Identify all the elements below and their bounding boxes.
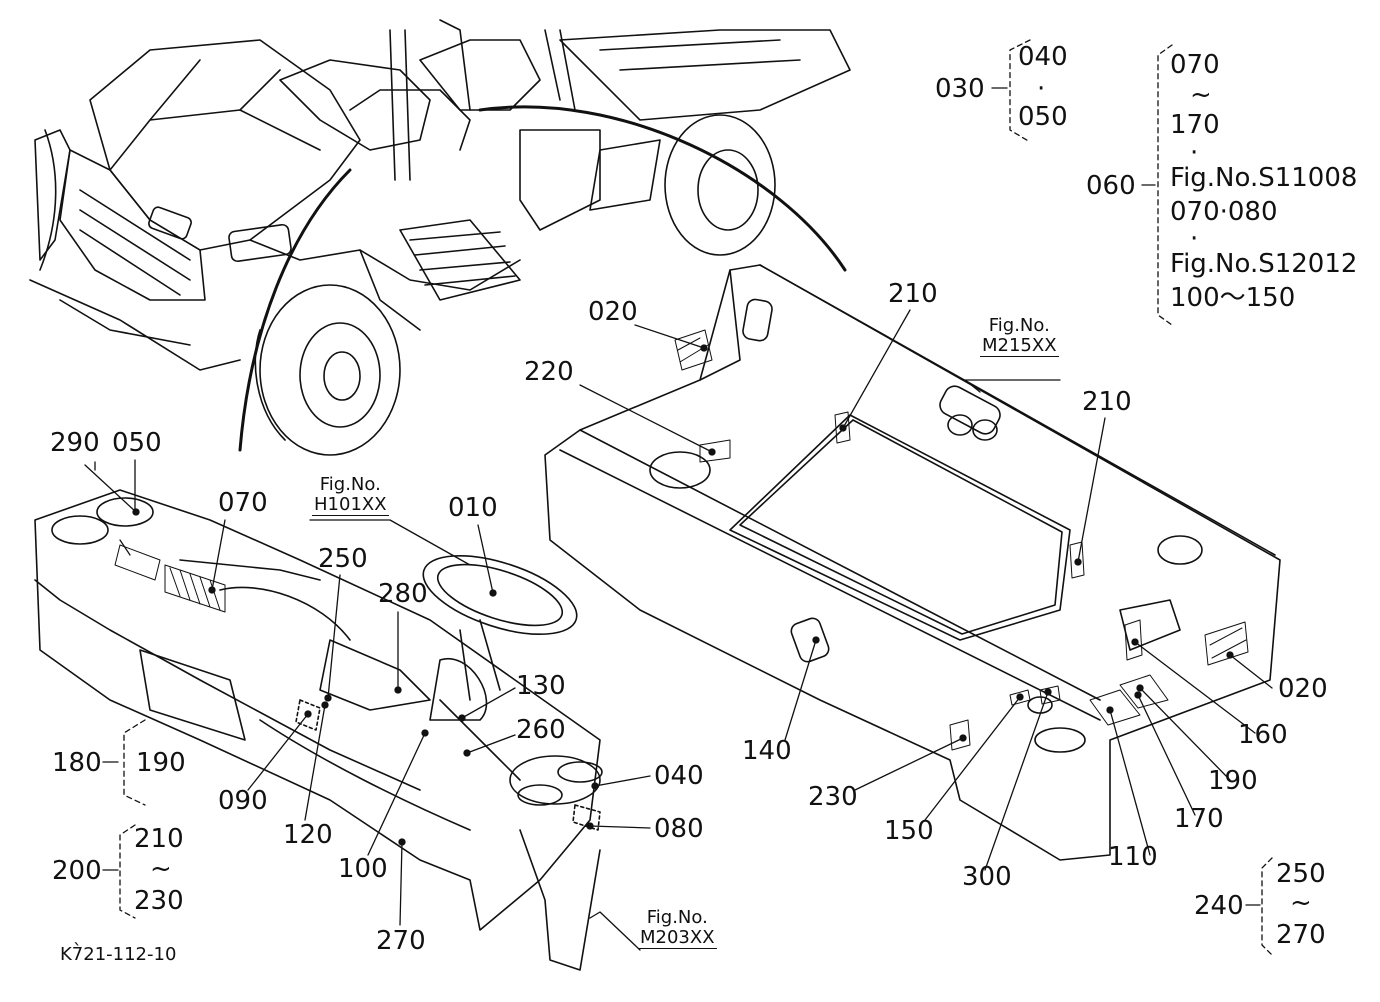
callout-210-b: 210	[1082, 387, 1132, 417]
group-200-tilde: ~	[150, 854, 172, 884]
group-060-range-end: 170	[1170, 110, 1220, 140]
group-200-start: 210	[134, 824, 184, 854]
fig-ref-m215: Fig.No. M215XX	[980, 315, 1059, 357]
fig-ref-m203-code: M203XX	[638, 927, 717, 949]
callout-020-right: 020	[1278, 674, 1328, 704]
callout-060: 060	[1086, 171, 1136, 201]
callout-290: 290	[50, 428, 100, 458]
callout-050-dash: 050	[112, 428, 162, 458]
callout-040-dash: 040	[654, 761, 704, 791]
callout-020-top: 020	[588, 297, 638, 327]
bracket-dot: ·	[1037, 74, 1046, 104]
callout-200: 200	[52, 856, 102, 886]
group-060-dot-2: ·	[1190, 224, 1199, 254]
dashboard-illustration	[34, 489, 603, 971]
callout-120: 120	[283, 820, 333, 850]
group-060-items-070-080: 070·080	[1170, 197, 1278, 227]
fig-ref-h101: Fig.No. H101XX	[312, 474, 389, 516]
callout-140: 140	[742, 736, 792, 766]
callout-080: 080	[654, 814, 704, 844]
callout-100: 100	[338, 854, 388, 884]
figure-code: K7̀21-112-10	[60, 944, 177, 965]
group-060-dot-1: ·	[1190, 138, 1199, 168]
fig-ref-m215-code: M215XX	[980, 335, 1059, 357]
callout-090: 090	[218, 786, 268, 816]
callout-220: 220	[524, 357, 574, 387]
callout-240: 240	[1194, 891, 1244, 921]
fig-ref-m203: Fig.No. M203XX	[638, 907, 717, 949]
callout-230: 230	[808, 782, 858, 812]
group-060-tilde: ~	[1190, 80, 1212, 110]
leader-lines	[84, 39, 1273, 956]
callout-150: 150	[884, 816, 934, 846]
fig-ref-h101-code: H101XX	[312, 494, 389, 516]
callout-160: 160	[1238, 720, 1288, 750]
callout-070: 070	[218, 488, 268, 518]
group-240-start: 250	[1276, 859, 1326, 889]
callout-260: 260	[516, 715, 566, 745]
callout-300: 300	[962, 862, 1012, 892]
callout-190-right: 190	[1208, 766, 1258, 796]
vehicle-illustration	[29, 19, 851, 456]
callout-210-a: 210	[888, 279, 938, 309]
group-060-range-start: 070	[1170, 50, 1220, 80]
callout-250: 250	[318, 544, 368, 574]
callout-030: 030	[935, 74, 985, 104]
callout-280: 280	[378, 579, 428, 609]
callout-170: 170	[1174, 804, 1224, 834]
group-240-tilde: ~	[1290, 888, 1312, 918]
callout-040: 040	[1018, 42, 1068, 72]
callout-180: 180	[52, 748, 102, 778]
callout-270: 270	[376, 926, 426, 956]
callout-010: 010	[448, 493, 498, 523]
group-240-end: 270	[1276, 920, 1326, 950]
callout-190-left: 190	[136, 748, 186, 778]
group-060-range-100-150: 100～150	[1170, 283, 1296, 313]
group-060-fig-s12012: Fig.No.S12012	[1170, 249, 1358, 279]
callout-050: 050	[1018, 102, 1068, 132]
callout-130: 130	[516, 671, 566, 701]
callout-110: 110	[1108, 842, 1158, 872]
cargo-bed-illustration	[544, 264, 1281, 861]
group-200-end: 230	[134, 886, 184, 916]
group-060-fig-s11008: Fig.No.S11008	[1170, 163, 1358, 193]
